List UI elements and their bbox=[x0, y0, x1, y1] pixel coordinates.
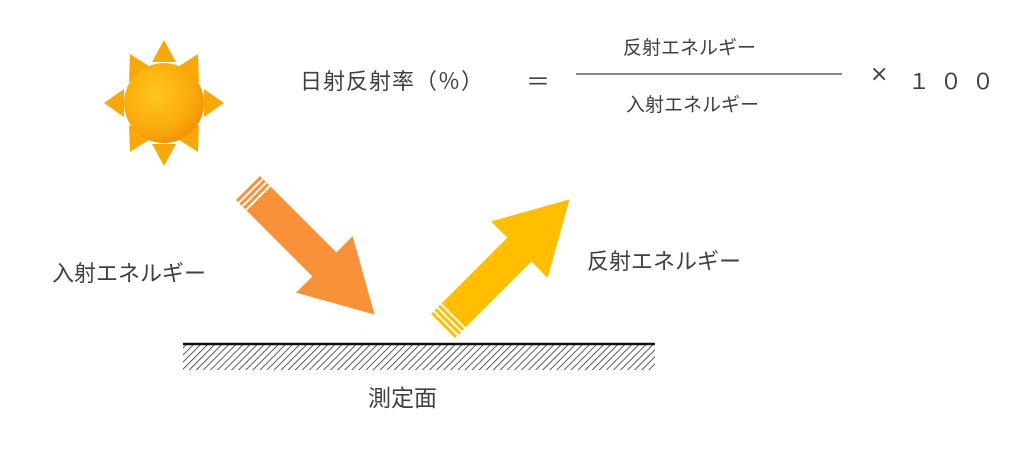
incident-energy-label: 入射エネルギー bbox=[52, 262, 207, 287]
formula-denominator: 入射エネルギー bbox=[626, 94, 760, 116]
incident-arrow bbox=[235, 175, 375, 315]
measurement-surface-label: 測定面 bbox=[368, 386, 437, 412]
sun-rays bbox=[104, 40, 224, 166]
sun-icon bbox=[104, 40, 224, 166]
reflected-arrow bbox=[430, 199, 570, 339]
formula-numerator: 反射エネルギー bbox=[623, 37, 757, 59]
formula-times-sign: × bbox=[870, 62, 889, 87]
measurement-surface bbox=[183, 342, 655, 370]
formula-equals-sign: ＝ bbox=[526, 68, 550, 96]
formula-multiplier: １００ bbox=[908, 70, 1005, 95]
reflected-energy-label: 反射エネルギー bbox=[587, 250, 742, 275]
formula-left-side: 日射反射率（％） bbox=[300, 70, 485, 95]
surface-hatching bbox=[183, 345, 655, 370]
sun-core bbox=[124, 63, 204, 143]
